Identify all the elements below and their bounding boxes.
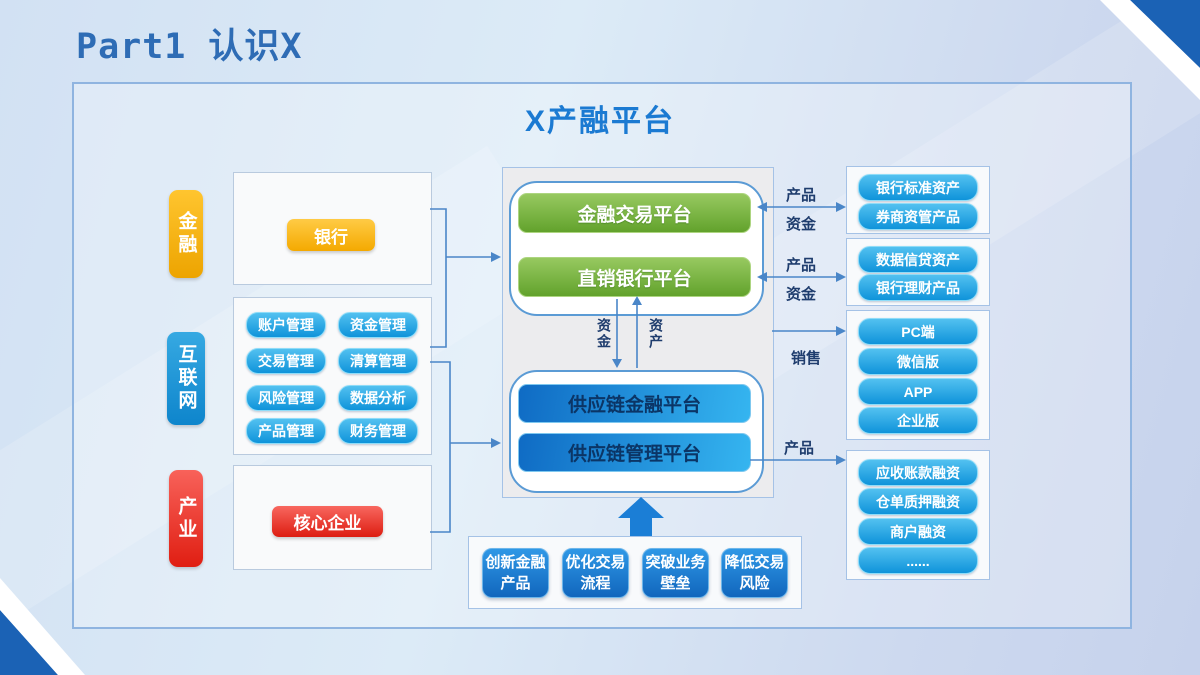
bank-button: 银行 (287, 219, 375, 251)
industry-category-tag: 产业 (169, 470, 203, 567)
right-item: 企业版 (858, 407, 978, 434)
internet-item: 数据分析 (338, 385, 418, 411)
right-item: APP (858, 378, 978, 405)
benefit-item: 突破业务壁垒 (642, 548, 709, 598)
internet-item: 产品管理 (246, 418, 326, 444)
benefit-item: 创新金融产品 (482, 548, 549, 598)
direct-bank-platform: 直销银行平台 (518, 257, 751, 297)
internet-item: 清算管理 (338, 348, 418, 374)
sales-label: 销售 (791, 350, 822, 367)
internet-item: 资金管理 (338, 312, 418, 338)
panel-title: X产融平台 (524, 105, 675, 138)
connector1-funds-label: 资金 (786, 216, 817, 233)
right-item: 应收账款融资 (858, 459, 978, 486)
connector1-product-label: 产品 (786, 187, 817, 204)
connector4-product-label: 产品 (784, 440, 815, 457)
supplychain-finance-platform: 供应链金融平台 (518, 384, 751, 423)
benefit-item: 降低交易风险 (721, 548, 788, 598)
internet-category-tag: 互联网 (167, 332, 205, 425)
right-item: PC端 (858, 318, 978, 345)
connector2-product-label: 产品 (786, 257, 817, 274)
right-item: 商户融资 (858, 518, 978, 545)
funds-flow-label: 资金 (596, 318, 612, 350)
supplychain-management-platform: 供应链管理平台 (518, 433, 751, 472)
part-title: Part1 认识X (76, 27, 303, 67)
right-item: 银行标准资产 (858, 174, 978, 201)
internet-item: 风险管理 (246, 385, 326, 411)
assets-flow-label: 资产 (648, 318, 664, 350)
right-item: 微信版 (858, 348, 978, 375)
internet-item: 财务管理 (338, 418, 418, 444)
internet-item: 交易管理 (246, 348, 326, 374)
core-enterprise-button: 核心企业 (272, 506, 383, 537)
core-enterprise-box (233, 465, 432, 570)
right-item: 仓单质押融资 (858, 488, 978, 515)
right-item: 数据信贷资产 (858, 246, 978, 273)
benefit-item: 优化交易流程 (562, 548, 629, 598)
right-item: 券商资管产品 (858, 203, 978, 230)
financial-trading-platform: 金融交易平台 (518, 193, 751, 233)
finance-category-tag: 金融 (169, 190, 203, 278)
right-item: ...... (858, 547, 978, 574)
right-item: 银行理财产品 (858, 274, 978, 301)
connector2-funds-label: 资金 (786, 286, 817, 303)
internet-item: 账户管理 (246, 312, 326, 338)
